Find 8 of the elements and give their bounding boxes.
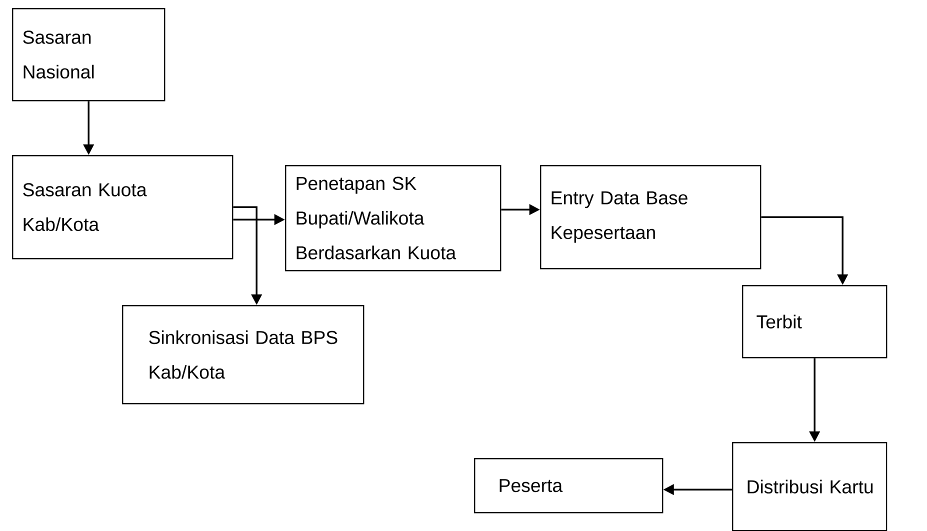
- process-box: Sasaran Kuota Kab/Kota: [12, 155, 234, 260]
- process-box: Penetapan SK Bupati/Walikota Berdasarkan Kuota: [285, 165, 502, 272]
- process-box: Entry Data Base Kepesertaan: [540, 165, 762, 270]
- process-box: Sasaran Nasional: [12, 8, 166, 102]
- process-box: Distribusi Kartu: [732, 442, 888, 531]
- process-box: Peserta: [474, 458, 664, 514]
- process-box: Sinkronisasi Data BPS Kab/Kota: [122, 305, 364, 404]
- process-box: Terbit: [742, 285, 888, 358]
